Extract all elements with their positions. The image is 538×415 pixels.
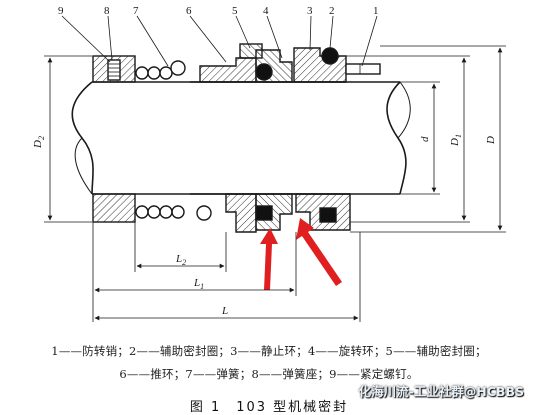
spring-seat-lower (92, 193, 136, 223)
aux-seal-o-ring-lower (319, 207, 337, 223)
red-arrow-right (296, 218, 342, 286)
push-ring-upper (199, 57, 257, 83)
part-label-4: 4 (263, 5, 269, 17)
dim-label-L1: L1 (193, 277, 204, 291)
upper-assembly (92, 43, 381, 83)
o-ring-upper (255, 63, 273, 81)
part-label-2: 2 (329, 5, 335, 17)
vertical-dimension-labels: D2 d D1 D (32, 134, 497, 149)
dim-label-D: D (485, 136, 497, 145)
part-number-labels: 9 8 7 6 5 4 3 2 1 (58, 5, 379, 17)
part-label-5: 5 (232, 5, 238, 17)
push-ring-lower (225, 193, 257, 233)
lower-assembly (92, 193, 351, 233)
aux-seal-o-ring-upper (321, 47, 339, 65)
dim-label-D2: D2 (32, 136, 46, 149)
part-label-6: 6 (186, 5, 192, 17)
set-screw-upper (107, 59, 121, 81)
spring-lower (135, 205, 212, 221)
vertical-dimensions (44, 45, 506, 233)
watermark: 化海川流-工业社群@HCBBS (358, 384, 524, 399)
dim-label-D1: D1 (449, 134, 463, 147)
anti-rotation-pin-upper (345, 63, 381, 75)
dim-label-L2: L2 (175, 253, 186, 267)
legend-line-1: 1——防转销；2——辅助密封圈；3——静止环；4——旋转环；5——辅助密封圈； (51, 344, 487, 358)
red-arrow-left (260, 228, 278, 290)
part-label-7: 7 (133, 5, 139, 17)
part-label-8: 8 (104, 5, 110, 17)
highlight-arrows (260, 218, 342, 290)
horizontal-dimension-labels: L2 L1 L (175, 253, 228, 317)
horizontal-dimensions (92, 222, 361, 322)
part-label-9: 9 (58, 5, 64, 17)
dim-label-d: d (419, 136, 431, 142)
part-label-1: 1 (373, 5, 379, 17)
spring-upper (135, 60, 186, 80)
shaft (71, 81, 411, 195)
legend-line-2: 6——推环；7——弹簧；8——弹簧座；9——紧定螺钉。 (119, 367, 419, 381)
mechanical-seal-drawing: 9 8 7 6 5 4 3 2 1 D2 d D1 D (32, 5, 506, 322)
dim-label-L: L (221, 305, 228, 317)
part-label-3: 3 (307, 5, 313, 17)
figure-caption: 图 1 103 型机械密封 (189, 400, 349, 415)
aux-seal-ring-lower (255, 205, 273, 221)
leader-lines (61, 15, 378, 67)
